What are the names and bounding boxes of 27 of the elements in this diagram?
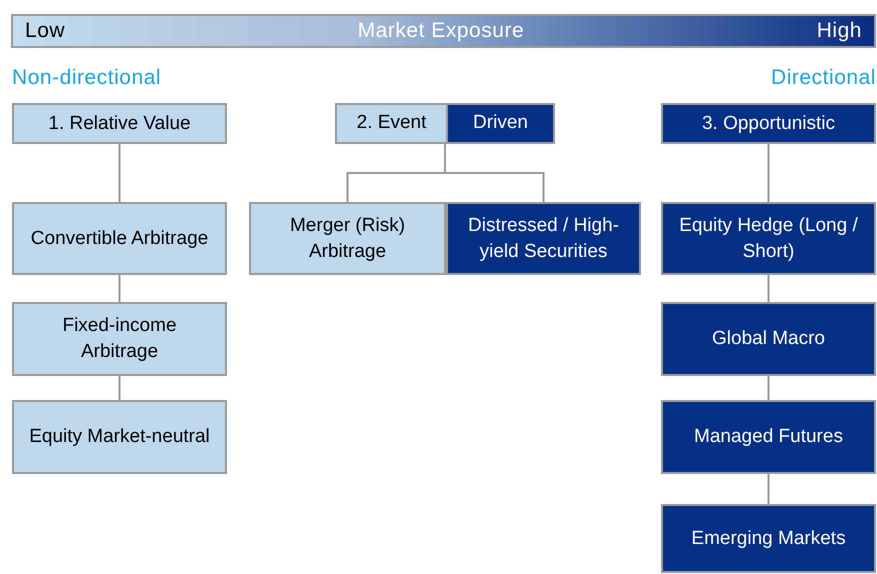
strategy-box: Equity Market-neutral	[12, 400, 227, 474]
strategy-box: Fixed-income Arbitrage	[12, 302, 227, 376]
category-title: Driven	[448, 105, 553, 142]
strategy-box: Managed Futures	[661, 400, 876, 474]
scale-low-label: Low	[25, 18, 66, 44]
strategy-box: Emerging Markets	[661, 504, 876, 573]
strategy-box: 3. Opportunistic	[661, 103, 876, 144]
connector-line	[118, 376, 120, 400]
strategy-box: Merger (Risk) Arbitrage	[249, 202, 446, 275]
connector-line	[118, 144, 120, 202]
orientation-label: Non-directional	[12, 65, 162, 91]
connector-line	[768, 275, 770, 302]
connector-line	[118, 275, 120, 302]
scale-high-label: High	[816, 18, 862, 44]
connector-line	[768, 474, 770, 504]
strategy-box: Distressed / High-yield Securities	[446, 202, 641, 275]
category-box	[335, 103, 555, 144]
category-title: 2. Event	[337, 105, 448, 142]
bar-title: Market Exposure	[358, 18, 524, 44]
connector-line	[768, 376, 770, 400]
gradient-bar	[11, 14, 876, 48]
strategy-box: Equity Hedge (Long / Short)	[661, 202, 876, 275]
strategy-box: 1. Relative Value	[12, 103, 227, 144]
strategy-box: Global Macro	[661, 302, 876, 376]
strategy-box: Convertible Arbitrage	[12, 202, 227, 275]
connector-line	[768, 144, 770, 202]
orientation-label: Directional	[770, 65, 876, 91]
